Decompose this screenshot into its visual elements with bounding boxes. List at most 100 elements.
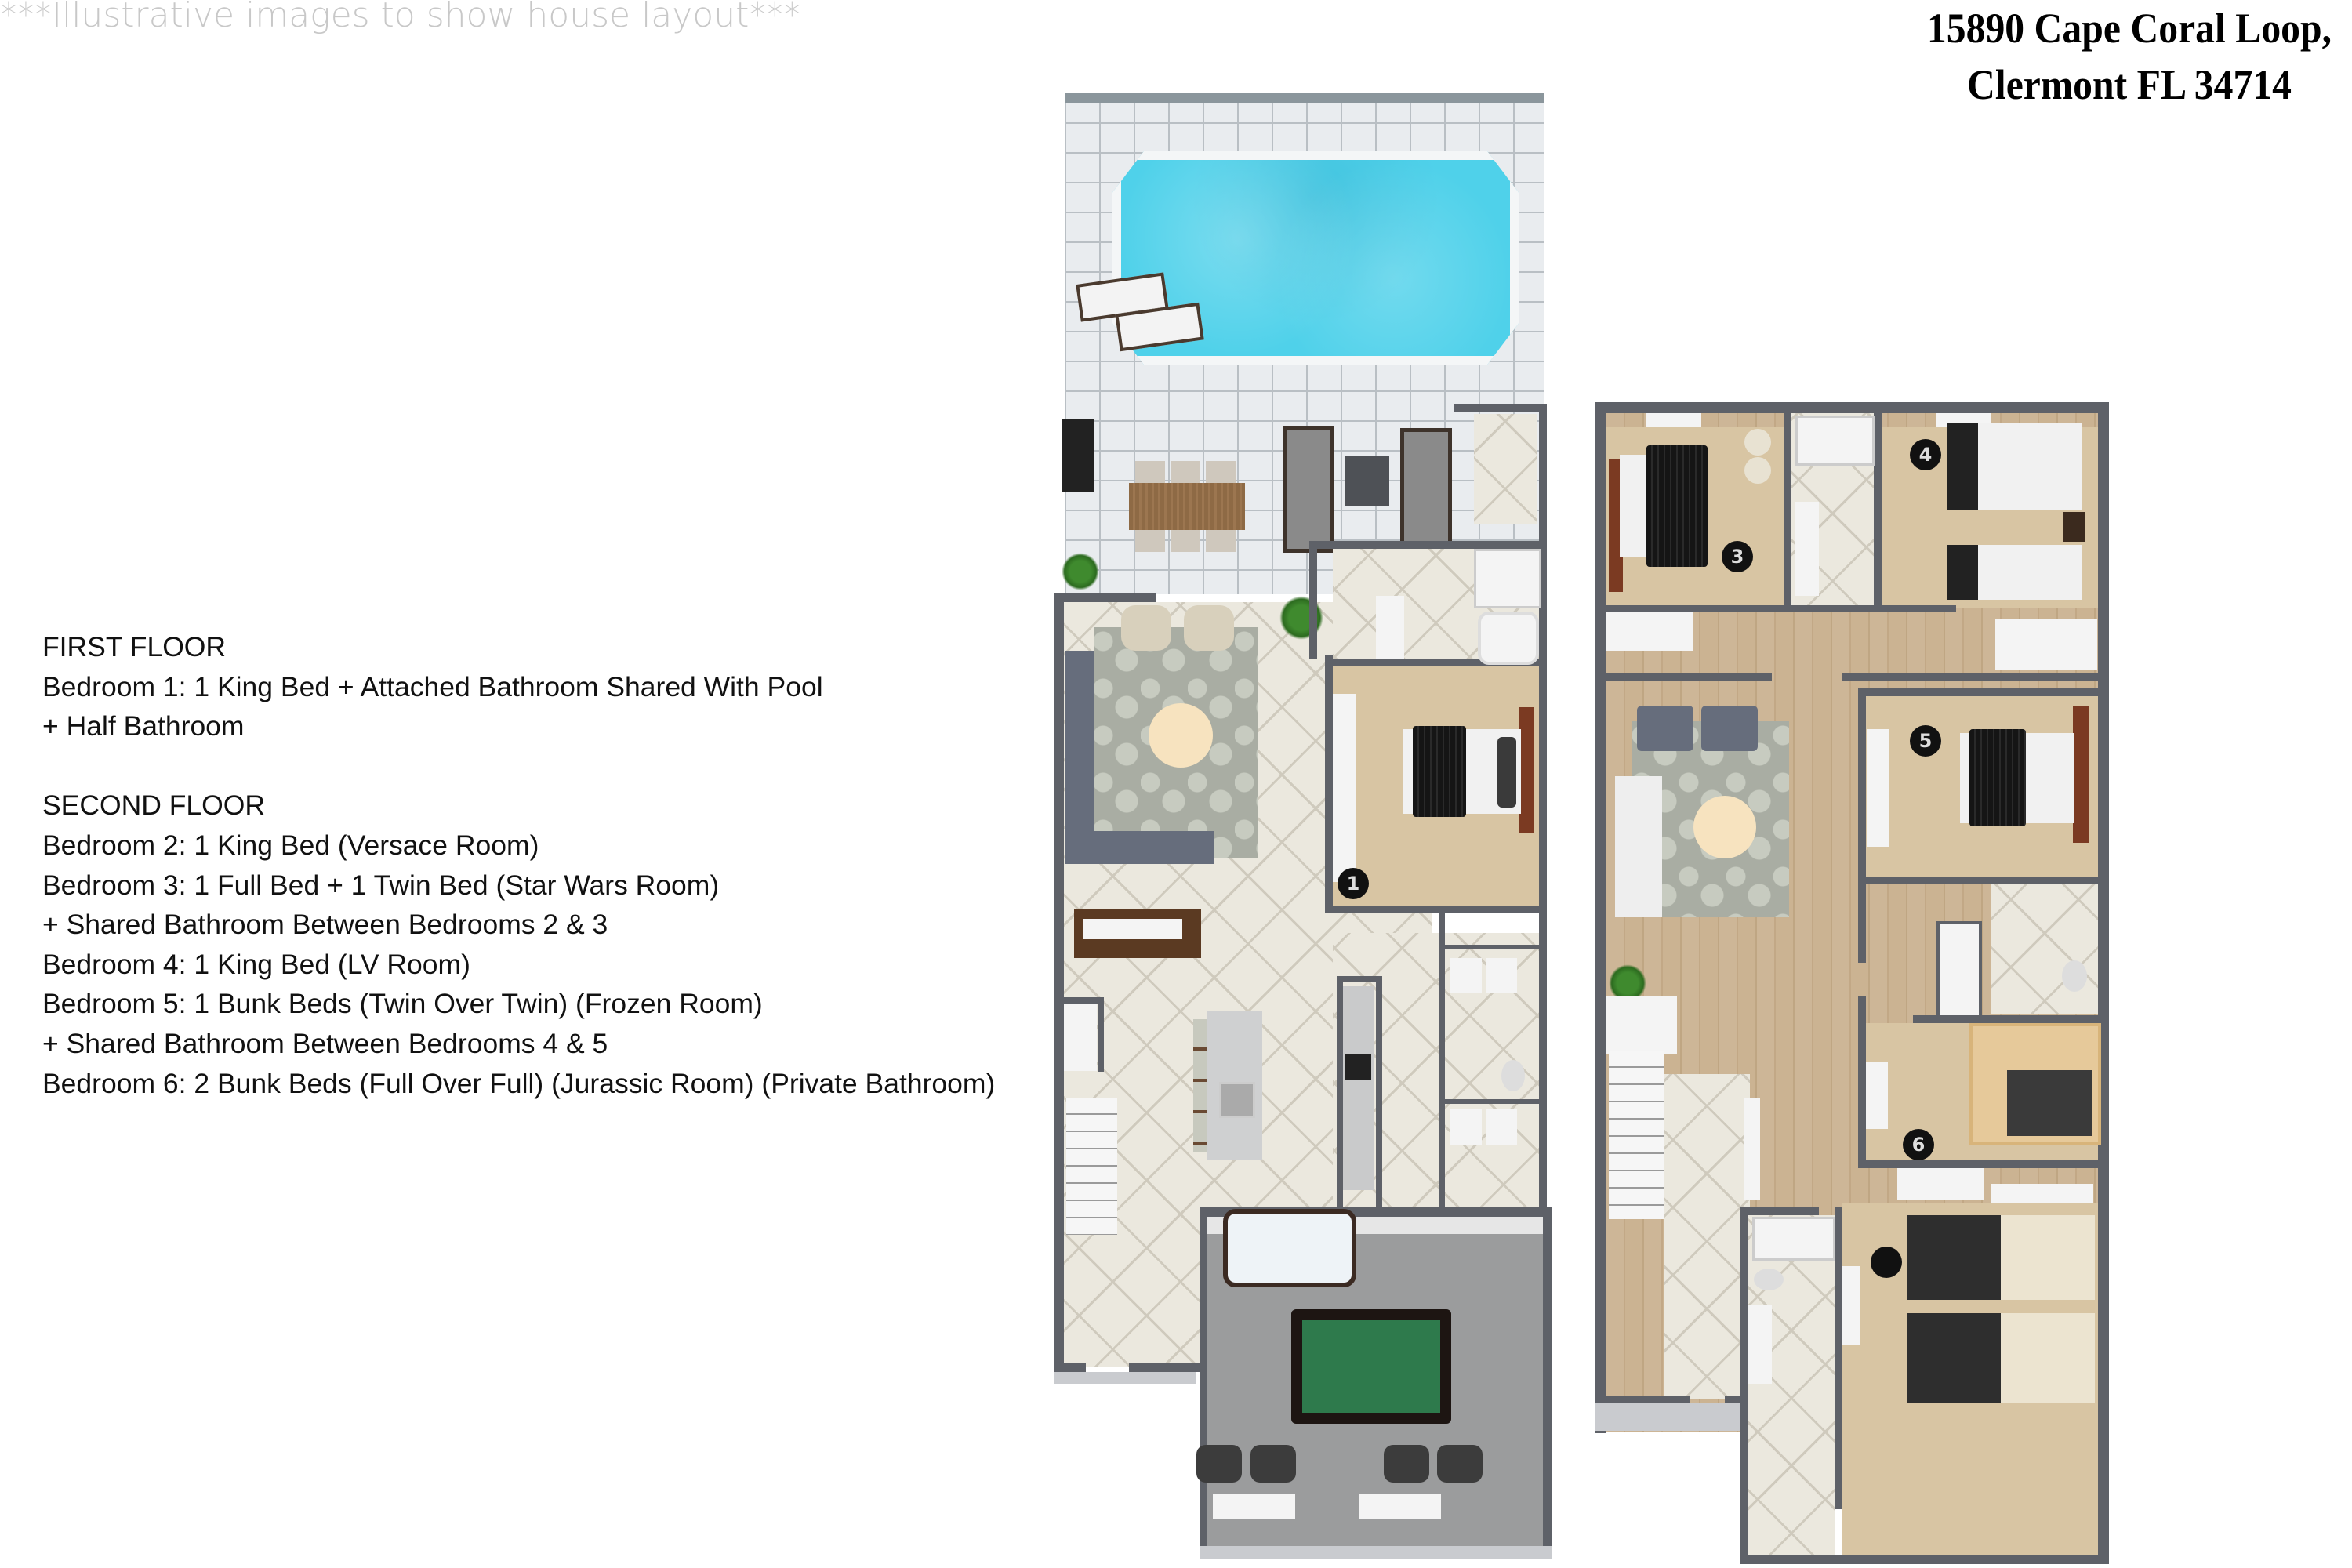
wall xyxy=(1913,1015,2101,1023)
loft-floor xyxy=(1606,413,2098,1432)
closet xyxy=(1897,1168,1984,1200)
address-title: 15890 Cape Coral Loop, Clermont FL 34714 xyxy=(1913,0,2346,113)
exterior-wall xyxy=(1200,1207,1552,1217)
deck-fence xyxy=(1065,93,1544,103)
gaming-chair xyxy=(1250,1445,1296,1483)
wall xyxy=(1539,404,1547,1372)
bedroom-marker-3: 4 xyxy=(1910,439,1941,470)
bar-stools xyxy=(1193,1019,1207,1152)
exterior-wall xyxy=(1054,593,1064,1373)
outdoor-chairs xyxy=(1135,461,1237,483)
armchair xyxy=(1701,706,1758,751)
wall xyxy=(1835,1207,1842,1509)
lounge-chair xyxy=(1076,272,1169,322)
bath-2-3-floor xyxy=(1791,413,1874,606)
coffee-table xyxy=(1693,796,1756,858)
tv-console xyxy=(1213,1494,1295,1519)
bath-4-5-floor xyxy=(1991,884,2098,1014)
wall xyxy=(1858,1160,2101,1168)
outdoor-chairs xyxy=(1135,530,1237,552)
closet xyxy=(1991,1184,2093,1203)
headboard xyxy=(1609,459,1623,592)
wall xyxy=(1595,1396,1690,1406)
second-floor-line: + Shared Bathroom Between Bedrooms 4 & 5 xyxy=(42,1027,608,1059)
headboard xyxy=(1519,707,1534,833)
exterior-wall xyxy=(1740,1555,1858,1564)
address-line-2: Clermont FL 34714 xyxy=(1967,61,2292,108)
armchair xyxy=(1121,605,1171,651)
kitchen-counter xyxy=(1343,986,1374,1190)
dresser xyxy=(1333,694,1356,882)
vanity xyxy=(1376,596,1404,659)
plant xyxy=(1609,964,1646,1002)
tub xyxy=(1795,416,1875,466)
living-kitchen-floor xyxy=(1064,602,1432,1367)
wall-base xyxy=(1595,1403,1772,1431)
vanity xyxy=(1795,502,1819,596)
toilet xyxy=(2062,960,2087,992)
living-room-rug xyxy=(1094,627,1258,858)
bed xyxy=(1403,729,1521,814)
bunk-pillow-area xyxy=(2001,1215,2095,1300)
ottoman xyxy=(1744,429,1771,456)
bedroom-marker-5: 6 xyxy=(1903,1129,1934,1160)
wall-base xyxy=(1054,1372,1196,1384)
wall xyxy=(1309,545,1317,659)
bedroom-marker-6 xyxy=(1871,1247,1902,1278)
bedroom-marker-1: 1 xyxy=(1338,868,1369,899)
bed-blanket xyxy=(1947,423,1978,510)
sectional-sofa xyxy=(1065,831,1214,864)
outdoor-sofa xyxy=(1400,428,1452,554)
bedroom-3-floor xyxy=(1882,427,2098,608)
second-floor-line: Bedroom 6: 2 Bunk Beds (Full Over Full) … xyxy=(42,1067,996,1099)
second-floor-line: + Shared Bathroom Between Bedrooms 2 & 3 xyxy=(42,909,608,941)
bunk-pillow-area xyxy=(2001,1313,2095,1403)
toilet xyxy=(1754,1269,1784,1290)
sectional-sofa xyxy=(1065,651,1094,862)
bedroom-1-floor xyxy=(1333,666,1539,906)
pillow xyxy=(1497,737,1516,808)
hall-floor xyxy=(1333,933,1539,1215)
outdoor-coffee-table xyxy=(1345,456,1389,506)
address-line-1: 15890 Cape Coral Loop, xyxy=(1926,5,2332,52)
closet xyxy=(1936,921,1982,1022)
linen-closet xyxy=(1995,619,2097,670)
pool xyxy=(1112,151,1519,365)
bbq-grill xyxy=(1062,419,1094,492)
dresser xyxy=(1867,729,1889,847)
closet xyxy=(1064,1004,1097,1071)
wall xyxy=(1874,402,1882,606)
game-room-floor xyxy=(1207,1217,1543,1550)
closet xyxy=(1606,612,1693,651)
wall xyxy=(1858,688,1866,963)
exterior-wall xyxy=(1054,593,1156,602)
twin-bed xyxy=(1947,545,2082,600)
bathtub xyxy=(1478,612,1539,665)
ottoman xyxy=(1744,457,1771,484)
full-bed xyxy=(1947,423,2082,510)
armchair xyxy=(1637,706,1693,751)
hall-floor xyxy=(1333,541,1539,721)
nightstand xyxy=(2063,512,2085,542)
exterior-wall xyxy=(1129,1363,1203,1372)
window xyxy=(1936,413,1991,427)
wall xyxy=(1842,673,2101,681)
bed-blanket xyxy=(1969,729,2026,826)
first-floor-line: Bedroom 1: 1 King Bed + Attached Bathroo… xyxy=(42,670,823,702)
bunk-bed-top xyxy=(1907,1215,2095,1300)
exterior-wall xyxy=(1521,1548,1552,1558)
vanity xyxy=(1748,1305,1772,1384)
bed xyxy=(1960,733,2074,823)
wall xyxy=(1866,877,2101,884)
bedroom-6-floor xyxy=(1842,1203,2098,1556)
gaming-chair xyxy=(1384,1445,1429,1483)
foyer-floor xyxy=(1664,1074,1750,1399)
dryer xyxy=(1486,958,1517,993)
bath-6-floor xyxy=(1748,1215,1835,1556)
cooktop xyxy=(1345,1054,1371,1080)
pool-bath-floor xyxy=(1474,414,1537,524)
wall xyxy=(1325,906,1544,913)
second-floor-line: Bedroom 3: 1 Full Bed + 1 Twin Bed (Star… xyxy=(42,869,720,901)
gaming-chair xyxy=(1196,1445,1242,1483)
wall xyxy=(1376,976,1382,1211)
